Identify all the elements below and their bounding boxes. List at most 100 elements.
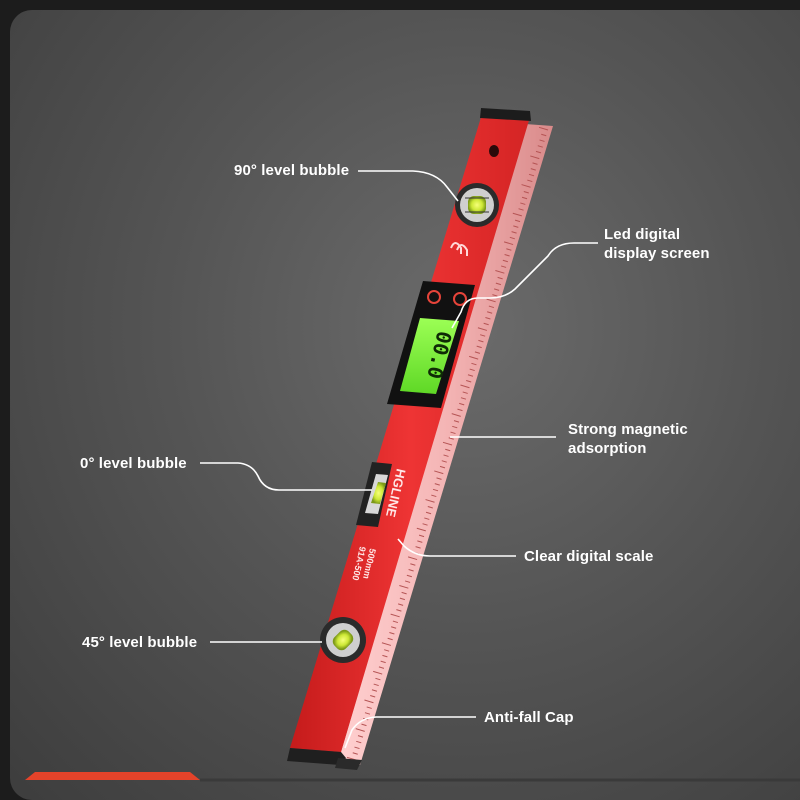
scale-tick — [451, 413, 461, 417]
scale-tick — [364, 712, 371, 715]
scale-tick — [530, 168, 536, 171]
scale-tick — [384, 649, 390, 652]
scale-tick — [469, 355, 479, 360]
scale-tick — [415, 546, 421, 549]
line-bubble-0 — [200, 462, 372, 491]
line-led-display — [451, 242, 598, 329]
scale-tick — [514, 219, 521, 223]
top-end-cap — [480, 108, 531, 121]
scale-tick — [391, 626, 397, 629]
scale-tick — [396, 609, 402, 612]
scale-tick — [511, 231, 517, 234]
scale-tick — [410, 563, 416, 566]
scale-tick — [480, 334, 486, 337]
scale-tick — [427, 506, 433, 509]
scale-tick — [375, 677, 381, 681]
scale-tick — [382, 654, 388, 658]
scale-tick — [460, 384, 470, 389]
bubble-90-vial — [455, 183, 499, 227]
scale-tick — [434, 470, 444, 475]
scale-tick — [532, 162, 538, 165]
scale-tick — [495, 282, 502, 286]
scale-tick — [478, 339, 484, 343]
scale-tick — [399, 597, 406, 601]
scale-tick — [453, 420, 460, 423]
bottom-accent-stripe — [25, 772, 800, 782]
callout-bubble-45: 45° level bubble — [82, 634, 198, 651]
mode-button — [453, 292, 467, 306]
callout-led-display-line2: display screen — [604, 245, 710, 262]
anti-fall-cap-strip — [335, 758, 362, 770]
scale-tick — [407, 556, 418, 561]
scale-tick — [495, 270, 505, 274]
callout-magnetic-line1: Strong magnetic — [568, 421, 688, 438]
scale-tick — [354, 746, 360, 750]
scale-tick — [521, 196, 528, 200]
scale-tick — [512, 212, 522, 217]
scale-tick — [539, 139, 545, 142]
line-bubble-90 — [358, 170, 459, 202]
scale-tick — [370, 695, 376, 698]
scale-tick — [452, 425, 458, 429]
scale-tick — [485, 317, 491, 320]
scale-tick — [462, 391, 468, 394]
scale-tick — [422, 523, 428, 526]
scale-tick — [502, 259, 508, 263]
scale-tick — [425, 511, 432, 515]
scale-tick — [406, 574, 412, 578]
scale-tick — [378, 666, 385, 669]
callout-bubble-90: 90° level bubble — [234, 162, 350, 179]
scale-tick — [457, 408, 463, 412]
scale-tick — [497, 276, 503, 280]
scale-tick — [416, 527, 426, 532]
callout-lines — [200, 170, 598, 749]
scale-tick — [523, 191, 529, 194]
scale-tick — [357, 735, 364, 738]
scale-strip — [338, 124, 553, 765]
scale-tick — [442, 441, 453, 446]
callout-magnetic-line2: adsorption — [568, 440, 647, 457]
scale-tick — [537, 145, 543, 148]
callout-led-display-line1: Led digital — [604, 226, 681, 243]
scale-tick — [528, 173, 535, 177]
scale-tick — [443, 454, 449, 457]
scale-tick — [486, 298, 496, 303]
hang-hole — [489, 145, 499, 157]
scale-tick — [408, 569, 414, 572]
scale-tick — [477, 327, 488, 331]
scale-tick — [392, 620, 399, 624]
scale-tick — [424, 517, 430, 520]
scale-tick — [401, 591, 407, 595]
bubble-0-vial — [356, 462, 392, 527]
scale-tick — [387, 637, 393, 641]
lcd-screen — [400, 318, 459, 394]
scale-tick — [356, 740, 362, 744]
scale-tick — [506, 248, 512, 251]
scale-tick — [441, 460, 447, 463]
scale-tick — [500, 265, 507, 268]
scale-tick — [389, 632, 395, 635]
callout-magnetic: Strong magnetic adsorption — [568, 420, 688, 458]
scale-tick — [527, 179, 533, 183]
scale-tick — [483, 322, 489, 326]
scale-tick — [513, 225, 519, 228]
scale-tick — [541, 133, 547, 137]
callout-bubble-0: 0° level bubble — [80, 455, 187, 472]
scale-tick — [373, 683, 379, 687]
callout-led-display: Led digital display screen — [604, 225, 710, 263]
scale-tick — [520, 202, 526, 205]
scale-tick — [404, 580, 411, 583]
scale-tick — [467, 374, 474, 377]
scale-tick — [530, 155, 540, 160]
scale-tick — [361, 723, 367, 727]
scale-tick — [504, 254, 510, 257]
scale-tick — [476, 345, 482, 349]
scale-tick — [434, 483, 440, 486]
scale-tick — [487, 311, 493, 314]
scale-tick — [418, 534, 425, 538]
scale-tick — [448, 437, 454, 440]
line-digital-scale — [397, 538, 516, 557]
scale-tick — [535, 150, 542, 154]
scale-tick — [431, 494, 437, 498]
